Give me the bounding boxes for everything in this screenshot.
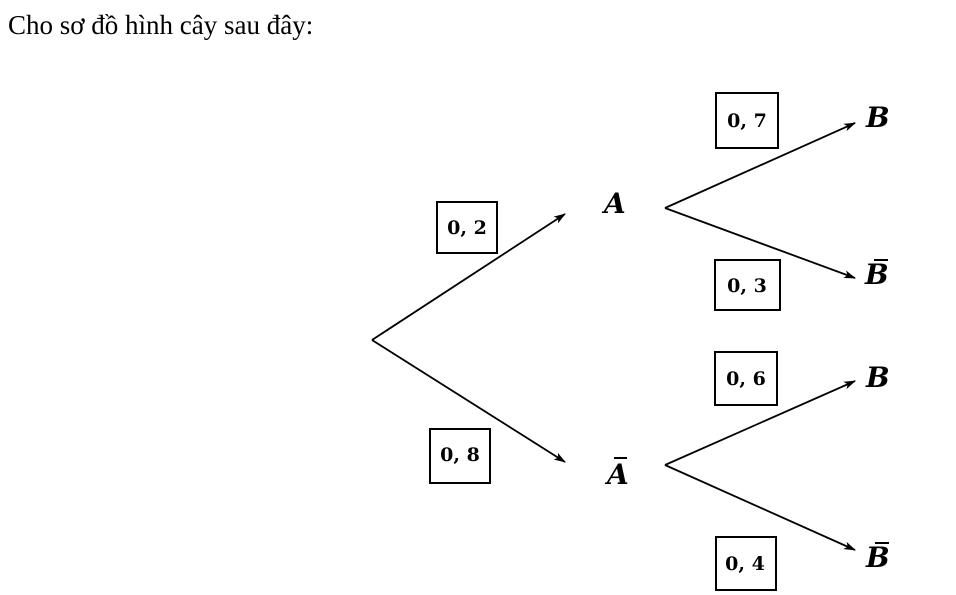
prob-Bbar-given-A: 0, 3: [727, 275, 767, 297]
prob-A: 0, 2: [447, 217, 487, 239]
prob-Abar: 0, 8: [440, 444, 480, 466]
edge-A-Bbar: [664, 207, 856, 279]
node-A-B-bar: B: [864, 258, 889, 291]
prob-box-Bbar-given-Abar: [715, 536, 777, 591]
prob-box-Bbar-given-A: [714, 259, 781, 311]
edge-A-B: [664, 122, 856, 209]
prob-B-given-A: 0, 7: [727, 110, 767, 132]
prob-box-B-given-A: [715, 92, 779, 149]
node-Abar-B: B: [865, 361, 890, 394]
prob-box-B-given-Abar: [714, 351, 778, 406]
prob-box-Abar: [429, 428, 491, 484]
edge-root-A: [371, 213, 566, 341]
question-title: Cho sơ đồ hình cây sau đây:: [8, 10, 314, 40]
prob-B-given-Abar: 0, 6: [726, 368, 766, 390]
edge-Abar-Bbar: [664, 464, 856, 551]
node-A-bar: A: [604, 458, 629, 491]
node-Abar-B-bar: B: [865, 541, 890, 574]
edge-Abar-B: [664, 380, 856, 466]
prob-box-A: [436, 201, 498, 254]
node-A: A: [601, 187, 626, 220]
edge-root-Abar: [371, 339, 566, 463]
node-A-B: B: [865, 101, 890, 134]
prob-Bbar-given-Abar: 0, 4: [725, 553, 765, 575]
